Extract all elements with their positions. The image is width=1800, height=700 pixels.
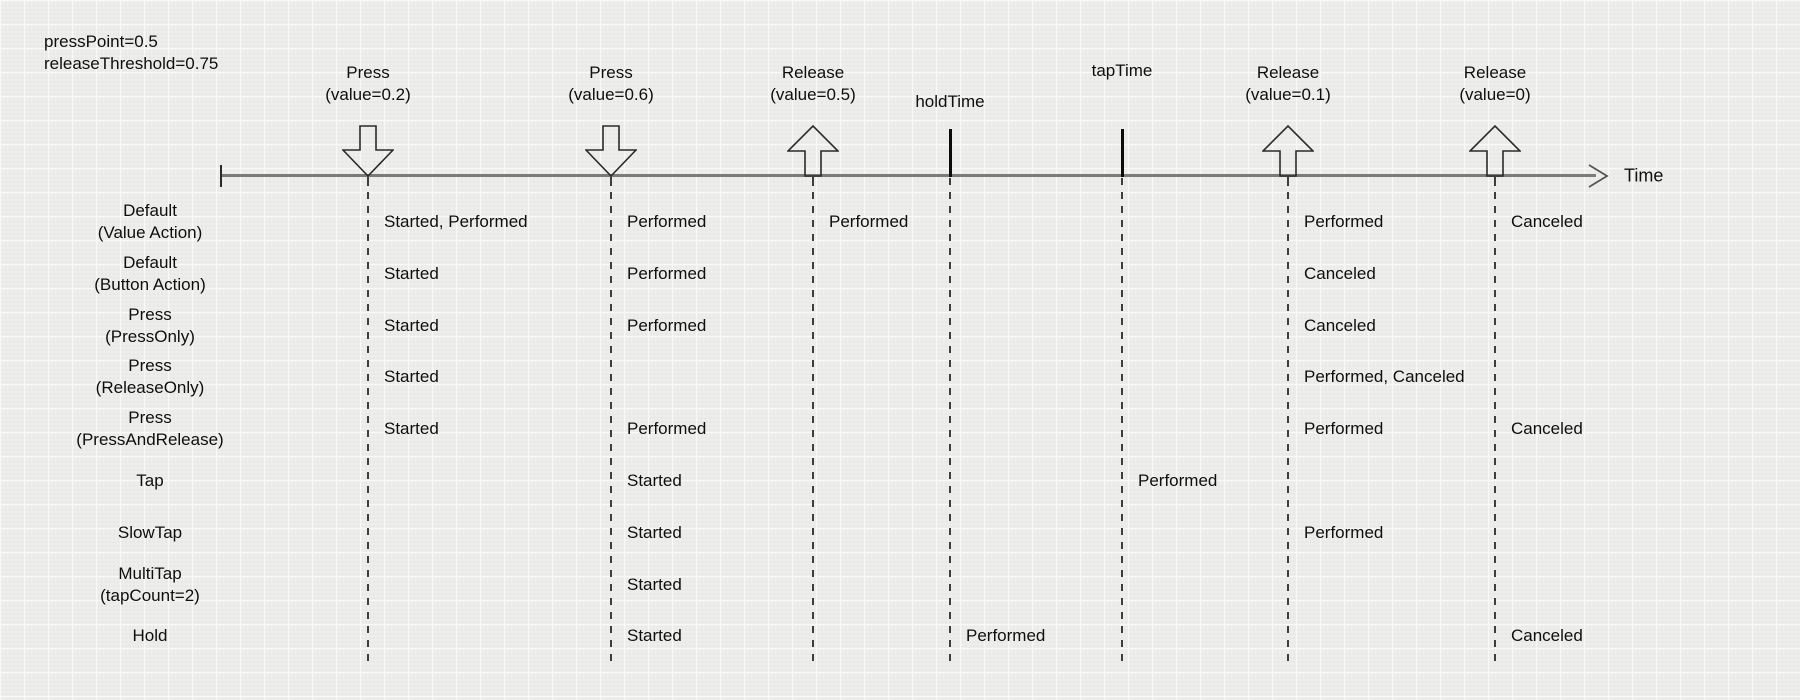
event-label-line: (value=0.1) [1245,85,1331,104]
time-axis-label: Time [1624,165,1664,186]
phase-text: Performed, Canceled [1304,367,1465,387]
phase-text: Performed [1304,419,1384,439]
event-label-tapTime: tapTime [1092,60,1153,82]
row-label-line: (PressAndRelease) [76,430,224,450]
row-label-line: Default [123,252,177,272]
row-label-hold: Hold [50,625,250,647]
phase-text: Started [627,522,682,542]
phase-text: Started [627,626,682,646]
phase-text: Performed [627,263,707,283]
phase-text: Performed [829,212,909,231]
event-label-line: holdTime [915,92,985,111]
release-arrow-icon [787,125,839,177]
row-label-default: Default (Value Action) [50,200,250,244]
phase-text: Performed [1138,471,1218,490]
tapTime-tick [1120,129,1124,177]
event-label-line: (value=0.6) [568,85,654,104]
row-label-line: Default [123,201,177,220]
phase-text: Started [384,367,439,387]
event-label-line: Press [346,63,390,82]
dashed-guideline-press-0.2 [367,178,369,666]
row-label-line: Hold [132,626,168,646]
row-label-slowtap: SlowTap [50,522,250,544]
phase-text: Started [384,315,439,335]
dashed-guideline-release-0.1 [1287,178,1289,666]
row-label-line: (Value Action) [97,223,203,242]
row-label-line: Press [128,408,172,428]
row-label-line: Press [128,304,172,324]
release-threshold-param: releaseThreshold=0.75 [44,54,219,73]
row-label-line: (tapCount=2) [100,585,200,605]
phase-text: Canceled [1304,315,1376,335]
press-arrow-icon [342,125,394,177]
axis-start-tick [220,165,222,187]
phase-text: Canceled [1511,626,1583,646]
row-label-multitap: MultiTap(tapCount=2) [50,563,250,607]
axis-arrowhead-icon [1588,164,1609,188]
row-label-line: (ReleaseOnly) [95,378,205,398]
event-label-release-0.5: Release (value=0.5) [770,62,856,106]
event-label-line: (value=0.5) [770,85,856,104]
phase-text: Performed [966,626,1046,646]
event-label-line: (value=0.2) [325,85,411,104]
release-arrow-icon [1469,125,1521,177]
phase-text: Canceled [1511,212,1583,231]
dashed-guideline-press-0.6 [610,178,612,666]
row-label-line: SlowTap [117,522,183,542]
row-label-line: (PressOnly) [105,326,195,346]
phase-text: Performed [627,315,707,335]
event-label-line: (value=0) [1459,85,1531,104]
phase-text: Performed [1304,212,1384,231]
event-label-line: Press [589,63,633,82]
phase-text: Started [627,471,682,490]
event-label-release-0.1: Release (value=0.1) [1245,62,1331,106]
phase-text: Started, Performed [384,212,528,231]
phase-text: Started [384,263,439,283]
row-label-default: Default(Button Action) [50,252,250,296]
row-label-line: MultiTap [118,563,182,583]
dashed-guideline-tapTime [1121,178,1123,666]
row-label-tap: Tap [50,470,250,492]
phase-text: Performed [1304,522,1384,542]
event-label-press-0.6: Press (value=0.6) [568,62,654,106]
event-label-line: Release [1256,63,1320,82]
row-label-press: Press(PressOnly) [50,304,250,348]
holdTime-tick [948,129,952,177]
press-arrow-icon [585,125,637,177]
phase-text: Performed [627,212,707,231]
threshold-params: pressPoint=0.5 releaseThreshold=0.75 [44,31,218,75]
row-label-line: (Button Action) [94,274,206,294]
event-label-line: tapTime [1091,61,1153,80]
event-label-holdTime: holdTime [915,91,984,113]
row-label-line: Press [128,356,172,376]
dashed-guideline-release-0.5 [812,178,814,666]
event-label-line: Release [1463,63,1527,82]
row-label-line: Tap [136,471,164,490]
row-label-press: Press(PressAndRelease) [50,407,250,451]
event-label-line: Release [781,63,845,82]
release-arrow-icon [1262,125,1314,177]
phase-text: Started [384,419,439,439]
dashed-guideline-holdTime [949,178,951,666]
phase-text: Started [627,574,682,594]
row-label-press: Press(ReleaseOnly) [50,355,250,399]
phase-text: Canceled [1304,263,1376,283]
press-point-param: pressPoint=0.5 [44,32,158,51]
event-label-press-0.2: Press (value=0.2) [325,62,411,106]
time-axis [221,174,1596,177]
event-label-release-0: Release (value=0) [1459,62,1530,106]
phase-text: Performed [627,419,707,439]
dashed-guideline-release-0 [1494,178,1496,666]
phase-text: Canceled [1511,419,1583,439]
